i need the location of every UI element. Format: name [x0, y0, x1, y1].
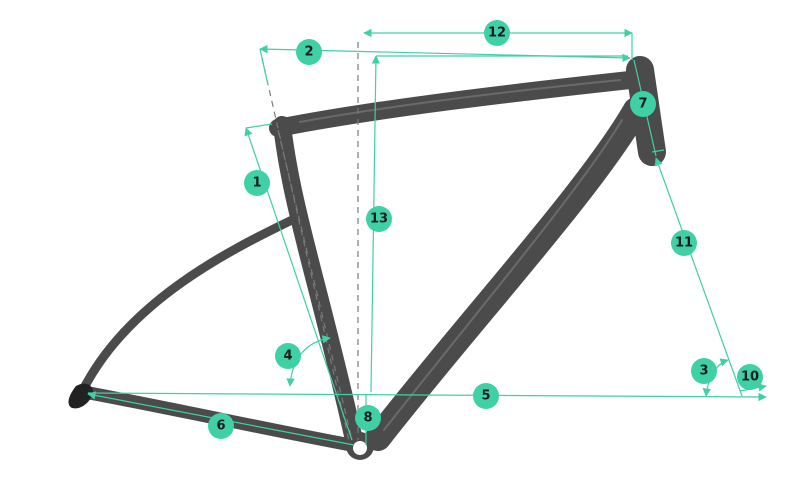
bike-frame — [68, 56, 666, 460]
rear-dropout — [68, 383, 93, 409]
label-13: 13 — [366, 206, 392, 232]
label-4: 4 — [275, 343, 301, 369]
svg-text:10: 10 — [741, 370, 759, 385]
svg-text:8: 8 — [363, 411, 372, 426]
label-12: 12 — [484, 20, 510, 46]
svg-text:5: 5 — [481, 389, 490, 404]
top-tube — [269, 71, 639, 137]
label-2: 2 — [296, 39, 322, 65]
svg-text:12: 12 — [488, 26, 506, 41]
callout-labels: 12 2 7 1 13 11 4 3 10 5 8 — [208, 20, 763, 439]
svg-text:11: 11 — [675, 236, 693, 251]
svg-text:1: 1 — [252, 176, 261, 191]
label-11: 11 — [671, 230, 697, 256]
seat-stay — [79, 215, 297, 393]
svg-text:6: 6 — [216, 419, 225, 434]
label-8: 8 — [355, 405, 381, 431]
svg-text:7: 7 — [638, 97, 647, 112]
label-3: 3 — [691, 358, 717, 384]
svg-text:2: 2 — [304, 45, 313, 60]
label-1: 1 — [244, 170, 270, 196]
svg-text:13: 13 — [370, 212, 388, 227]
label-5: 5 — [473, 383, 499, 409]
seat-tube — [273, 116, 363, 449]
bottom-bracket-hole — [353, 441, 367, 455]
label-7: 7 — [630, 91, 656, 117]
label-10: 10 — [737, 364, 763, 390]
svg-text:4: 4 — [283, 349, 292, 364]
construction-lines — [261, 42, 359, 446]
svg-text:3: 3 — [699, 364, 708, 379]
label-6: 6 — [208, 413, 234, 439]
